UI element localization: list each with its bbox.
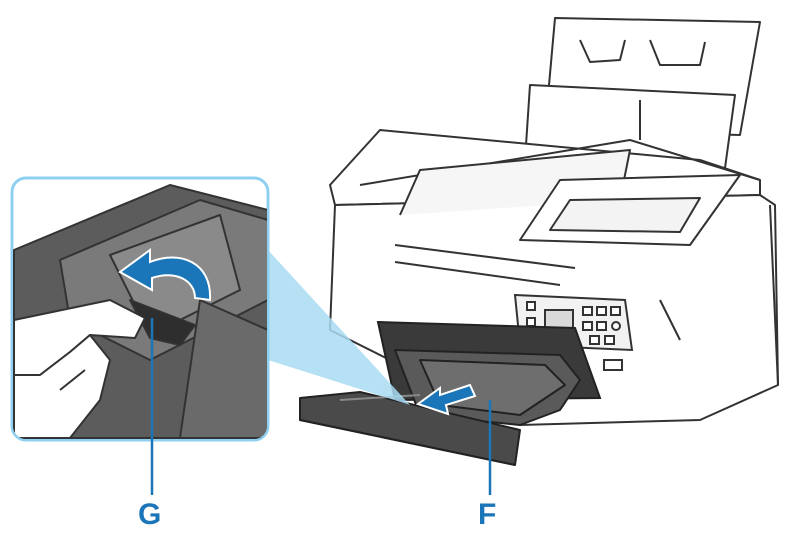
zoom-connector <box>268 250 410 405</box>
callout-label-g: G <box>138 498 162 531</box>
callout-label-f: F <box>478 498 497 531</box>
left-arrow-icon <box>415 383 477 416</box>
curved-arrow-icon <box>118 248 212 302</box>
rear-paper-support <box>524 17 761 169</box>
power-button <box>603 359 623 371</box>
zoom-inset <box>10 176 270 442</box>
